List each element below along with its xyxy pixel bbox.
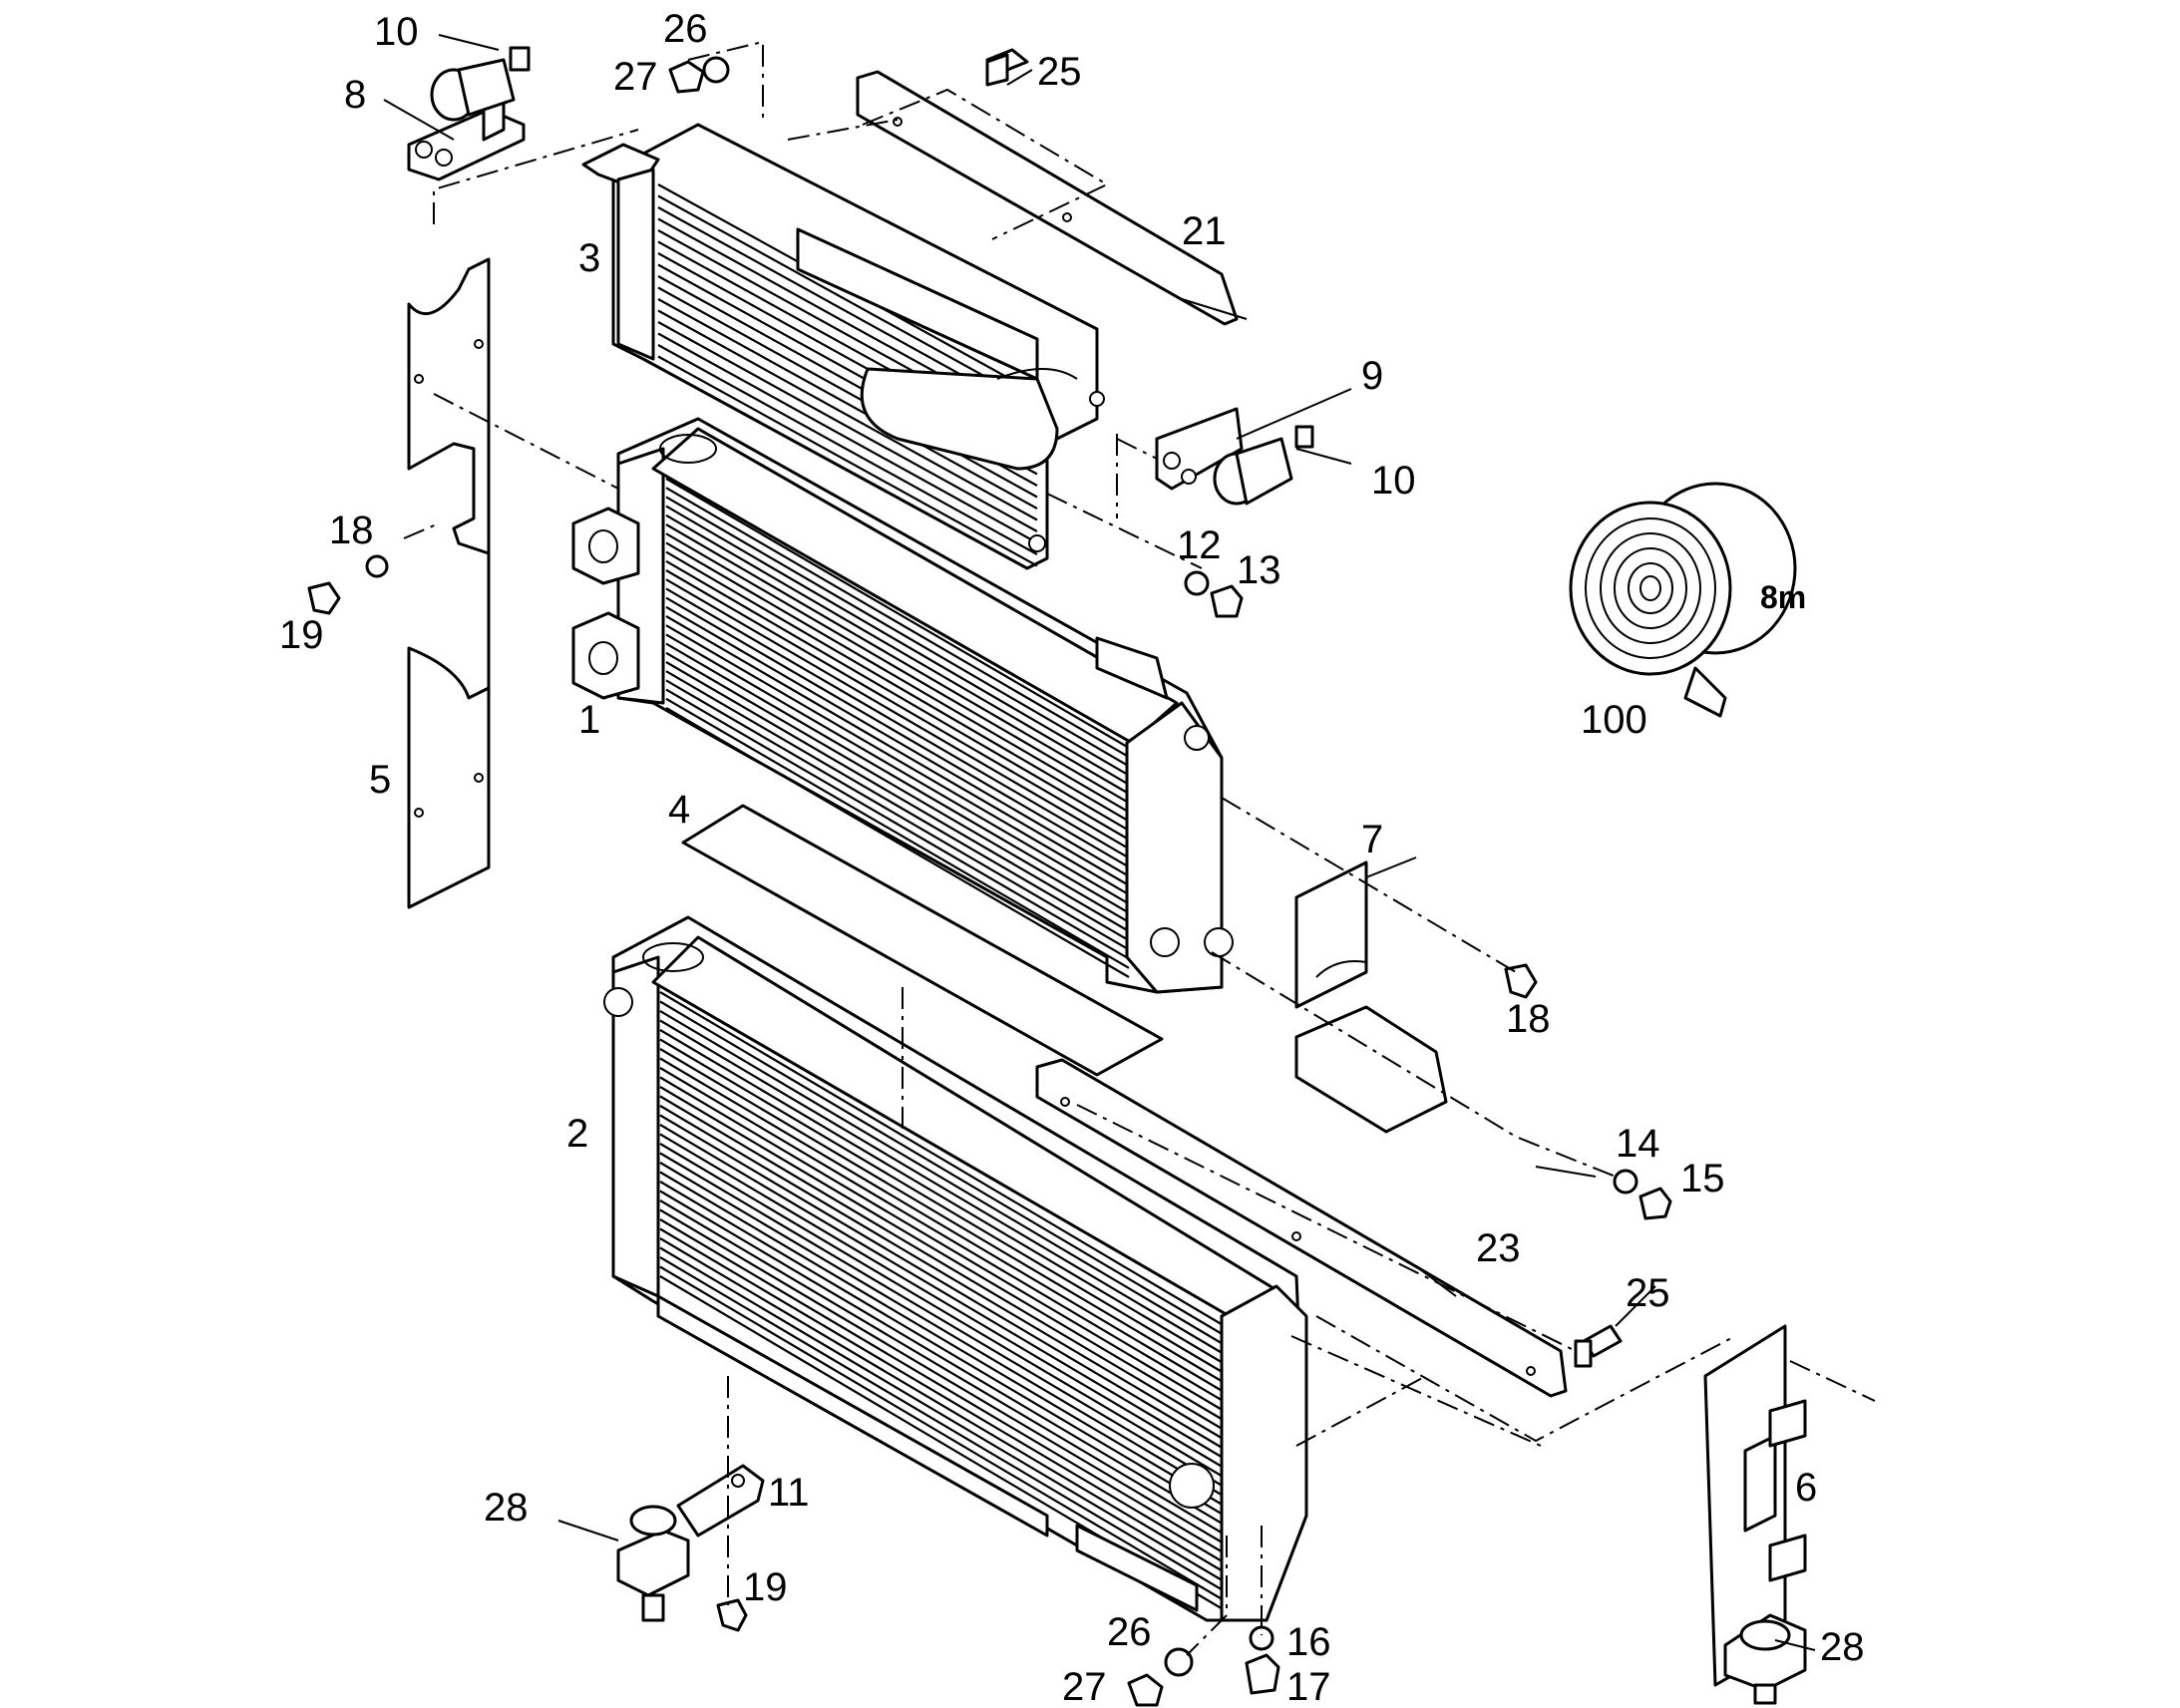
bolt-part-17	[1245, 1653, 1280, 1695]
nut-part-15	[1638, 1187, 1672, 1220]
plate-part-23	[856, 70, 1239, 326]
label-part-14: 14	[1616, 1122, 1660, 1166]
radiator-part-2	[603, 915, 1308, 1622]
sensor-part-10-right	[1213, 425, 1314, 506]
washer-part-16	[1249, 1625, 1274, 1651]
label-part-5: 5	[369, 758, 391, 802]
bolt-part-20	[1504, 963, 1538, 999]
washer-part-18	[365, 554, 389, 578]
left-bracket-part-5	[407, 257, 491, 909]
hardware-parts	[307, 46, 1807, 1707]
label-part-11: 11	[768, 1471, 810, 1515]
sensor-part-10	[430, 46, 531, 122]
washer-part-26-bottom	[1164, 1647, 1194, 1677]
bolt-part-25-top	[985, 48, 1029, 87]
mount-part-9	[1155, 407, 1244, 491]
label-part-26-bottom: 26	[1107, 1610, 1152, 1654]
label-part-16: 16	[1286, 1620, 1331, 1664]
label-part-20: 18	[1506, 997, 1551, 1041]
label-part-24: 23	[1476, 1226, 1521, 1270]
label-part-13: 13	[1237, 548, 1281, 592]
label-part-27: 27	[613, 55, 658, 99]
label-part-9: 9	[1361, 354, 1383, 398]
main-cooler-part-1	[571, 417, 1234, 994]
label-part-28-left: 28	[484, 1486, 529, 1530]
label-part-28-right: 28	[1820, 1625, 1865, 1669]
label-part-7: 7	[1361, 818, 1383, 861]
label-part-15: 15	[1680, 1157, 1725, 1200]
label-part-6: 6	[1795, 1466, 1817, 1510]
part-labels: 10 8 26 27 25 3 21 9 10 12 13 18 19 1 5 …	[279, 7, 1865, 1708]
nut-part-27-top	[668, 60, 705, 94]
label-part-25-right: 25	[1626, 1271, 1670, 1315]
label-part-2: 2	[566, 1112, 588, 1156]
label-part-26: 26	[663, 7, 708, 51]
washer-part-12	[1184, 570, 1210, 596]
bolt-part-25-right	[1574, 1324, 1623, 1368]
mount-part-28-left	[616, 1505, 690, 1622]
label-part-1: 1	[578, 698, 600, 742]
label-part-12: 12	[1177, 523, 1222, 567]
tape-length-label: 8m	[1760, 579, 1806, 615]
label-part-19: 19	[279, 613, 324, 657]
nut-part-13	[1210, 584, 1244, 618]
label-part-100: 100	[1581, 698, 1647, 742]
strip-part-24	[1035, 1058, 1568, 1398]
assembly-centerlines	[403, 40, 1876, 1656]
mount-part-28-right	[1723, 1613, 1807, 1705]
leader-lines	[383, 34, 1816, 1651]
bolt-part-19	[307, 581, 341, 615]
label-part-18: 18	[329, 509, 374, 552]
label-part-23: 21	[1182, 209, 1227, 253]
label-part-10-right: 10	[1371, 459, 1416, 503]
washer-part-26-top	[702, 56, 730, 84]
upper-cooler-part-3	[581, 123, 1105, 570]
nut-part-27-bottom	[1127, 1673, 1164, 1707]
arm-part-11	[676, 1464, 765, 1537]
label-part-21: 19	[743, 1565, 788, 1609]
label-part-3: 3	[578, 236, 600, 280]
bracket-part-7	[1294, 860, 1448, 1134]
label-part-25: 25	[1037, 50, 1082, 94]
label-part-8: 8	[344, 73, 366, 117]
sheet-part-4	[681, 804, 1164, 1077]
label-part-27-bottom: 27	[1062, 1665, 1107, 1708]
tape-roll-part-100	[1569, 482, 1797, 718]
washer-part-14	[1613, 1169, 1638, 1195]
bolt-part-21	[716, 1598, 748, 1632]
label-part-17: 17	[1286, 1665, 1331, 1708]
label-part-10: 10	[374, 10, 419, 54]
label-part-4: 4	[668, 788, 690, 832]
